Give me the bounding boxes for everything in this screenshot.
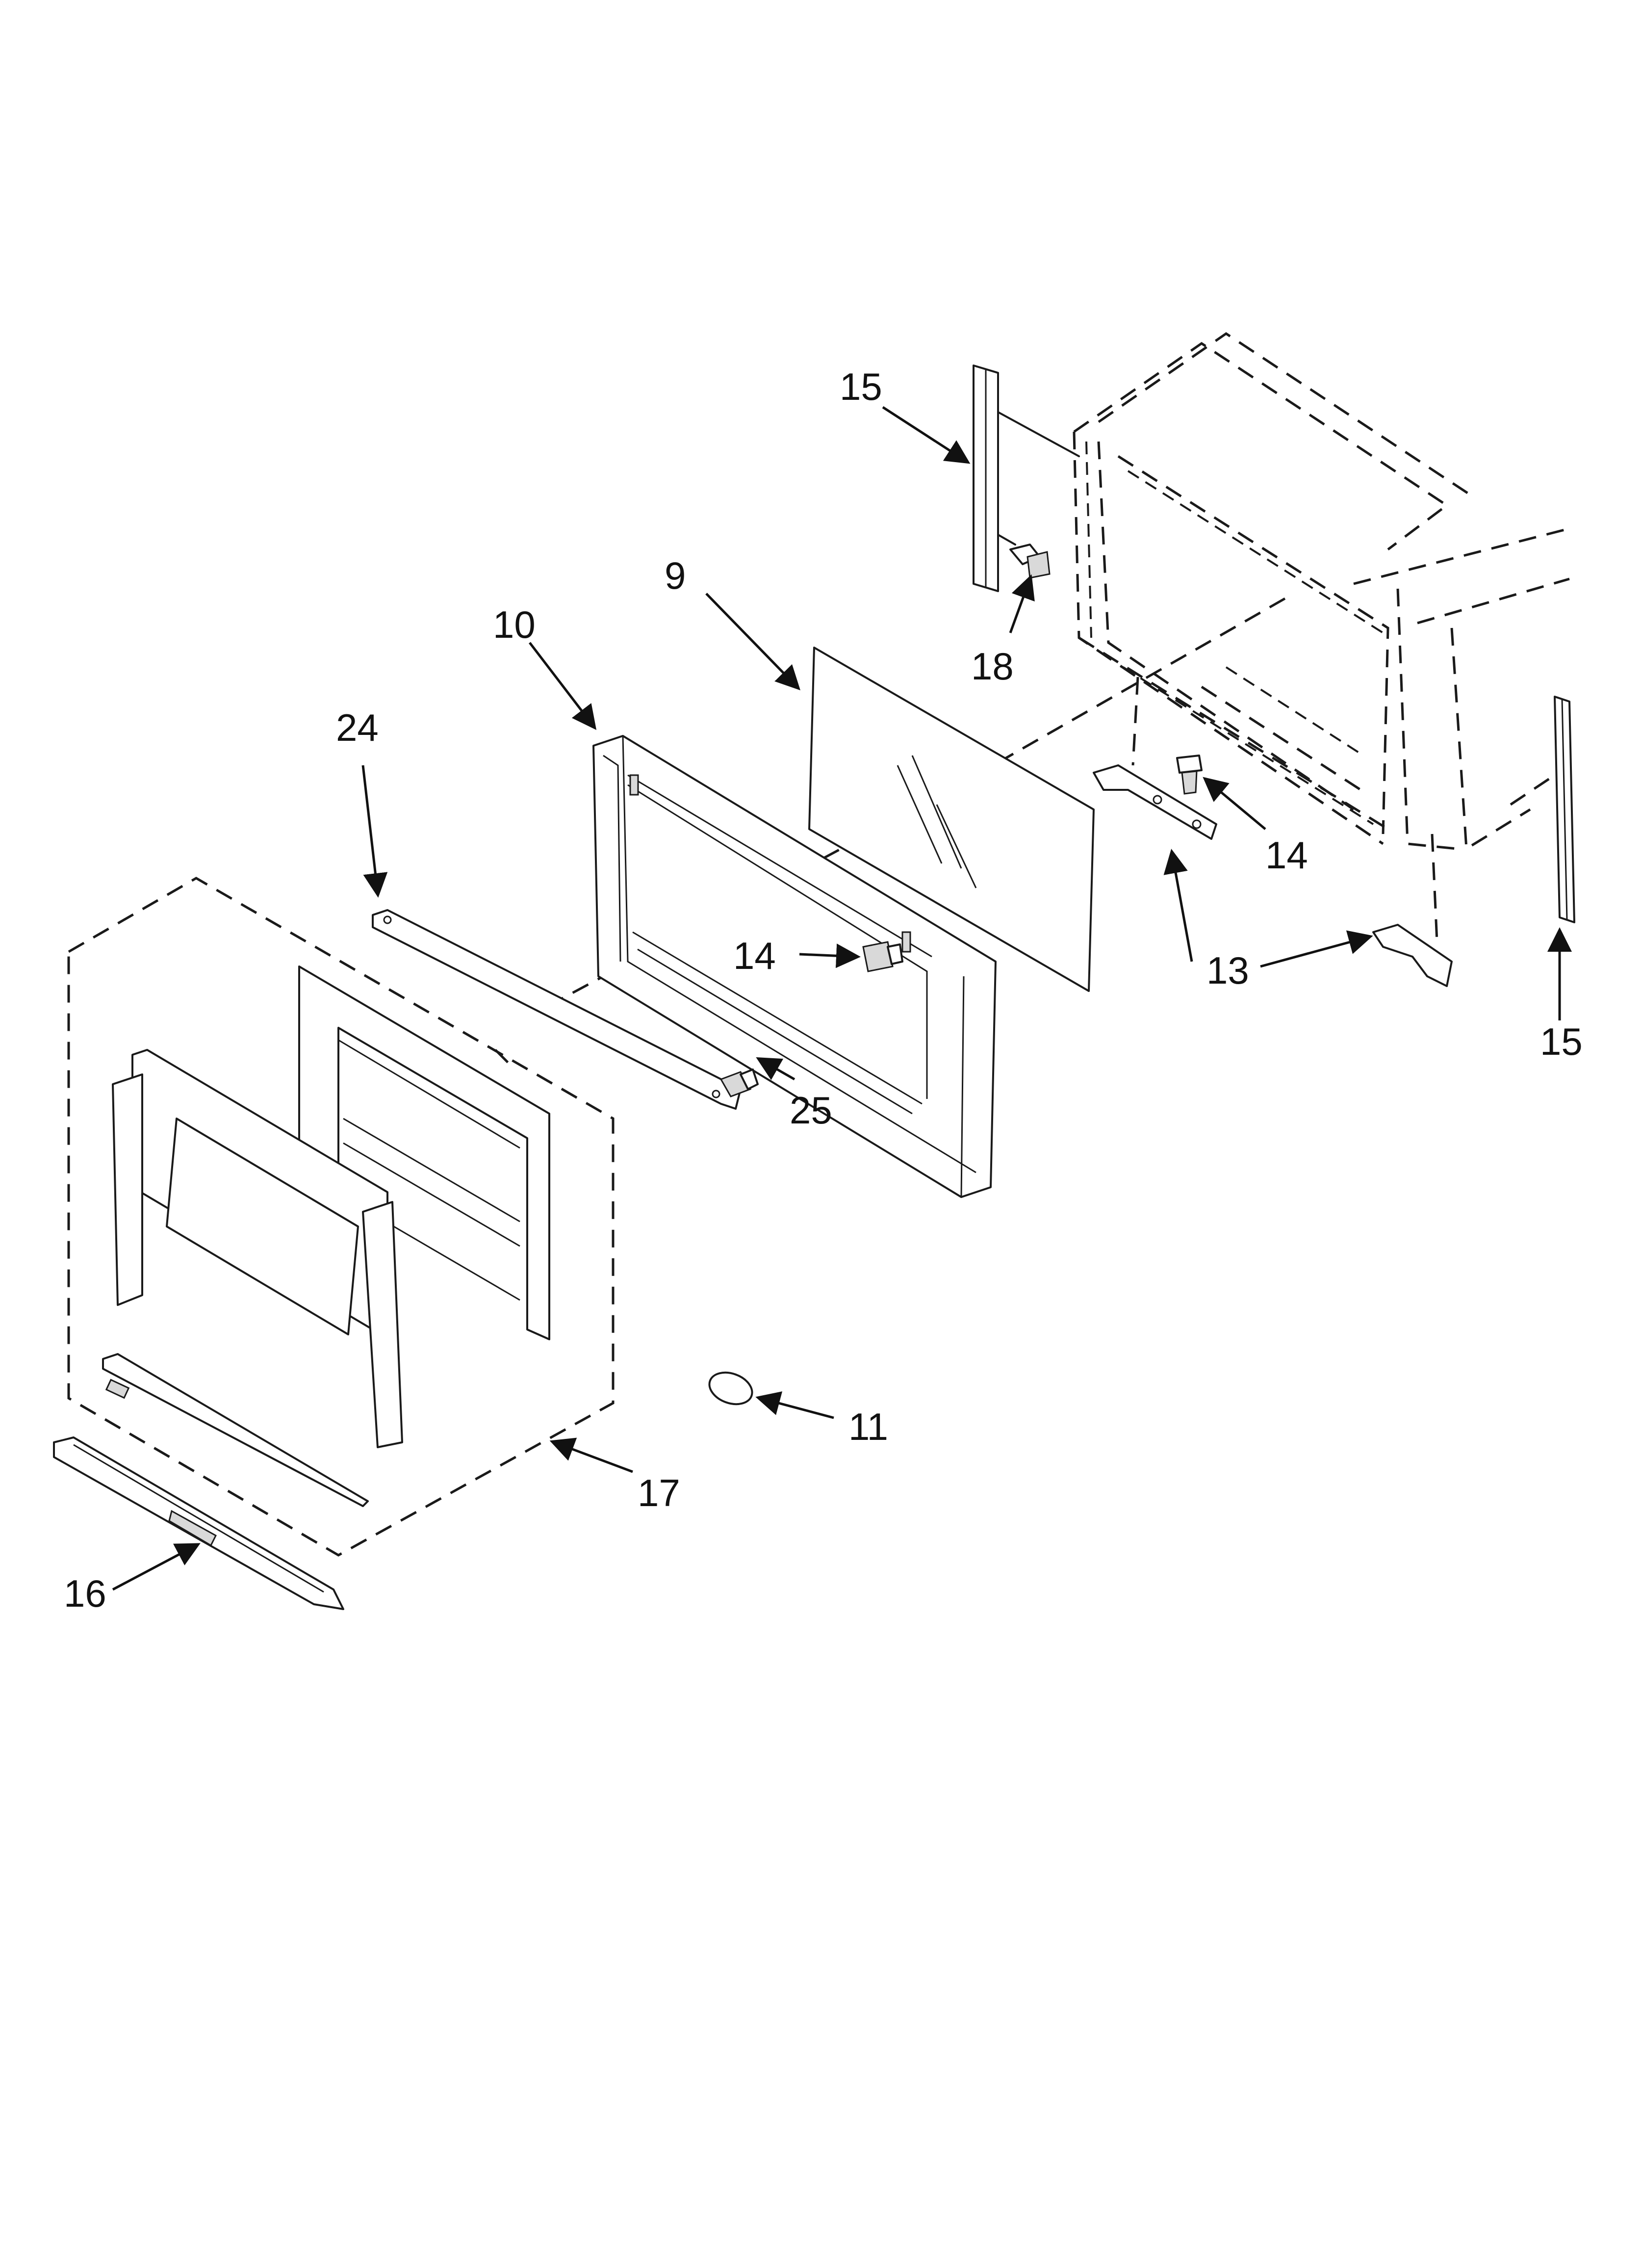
callout-14-mid: 14 [733, 934, 776, 977]
callout-16: 16 [64, 1572, 106, 1615]
callout-15-right: 15 [1540, 1020, 1583, 1063]
callout-9: 9 [665, 554, 686, 597]
part-10-door-frame [592, 735, 997, 1198]
part-18-screw [1009, 544, 1051, 579]
callout-10: 10 [493, 603, 536, 646]
callout-arrows [112, 406, 1572, 1591]
callout-13: 13 [1206, 949, 1249, 992]
oven-cavity-outline [1073, 332, 1570, 851]
part-14-screw-mid [862, 941, 903, 972]
part-24-trim-rail [372, 909, 742, 1110]
callout-11: 11 [848, 1405, 888, 1448]
part-16-door-handle [53, 1436, 344, 1610]
part-15-seal-strip-left [973, 365, 1080, 592]
part-13-hinge-bracket-upper [1093, 764, 1217, 840]
callout-17: 17 [638, 1471, 680, 1514]
part-14-screw-right [1176, 755, 1203, 795]
callout-15-top: 15 [840, 365, 882, 408]
part-15-seal-strip-right [1554, 696, 1575, 923]
part-9-glass-panel [808, 647, 1095, 992]
part-17-door-assembly [67, 877, 615, 1557]
part-13-hinge-bracket-lower [1372, 924, 1453, 987]
callout-18: 18 [971, 645, 1014, 688]
callout-24: 24 [336, 706, 379, 749]
callout-25: 25 [790, 1089, 832, 1132]
part-25-screw [719, 1069, 759, 1097]
part-11-plug [708, 1371, 753, 1406]
callout-14-right: 14 [1265, 834, 1308, 877]
